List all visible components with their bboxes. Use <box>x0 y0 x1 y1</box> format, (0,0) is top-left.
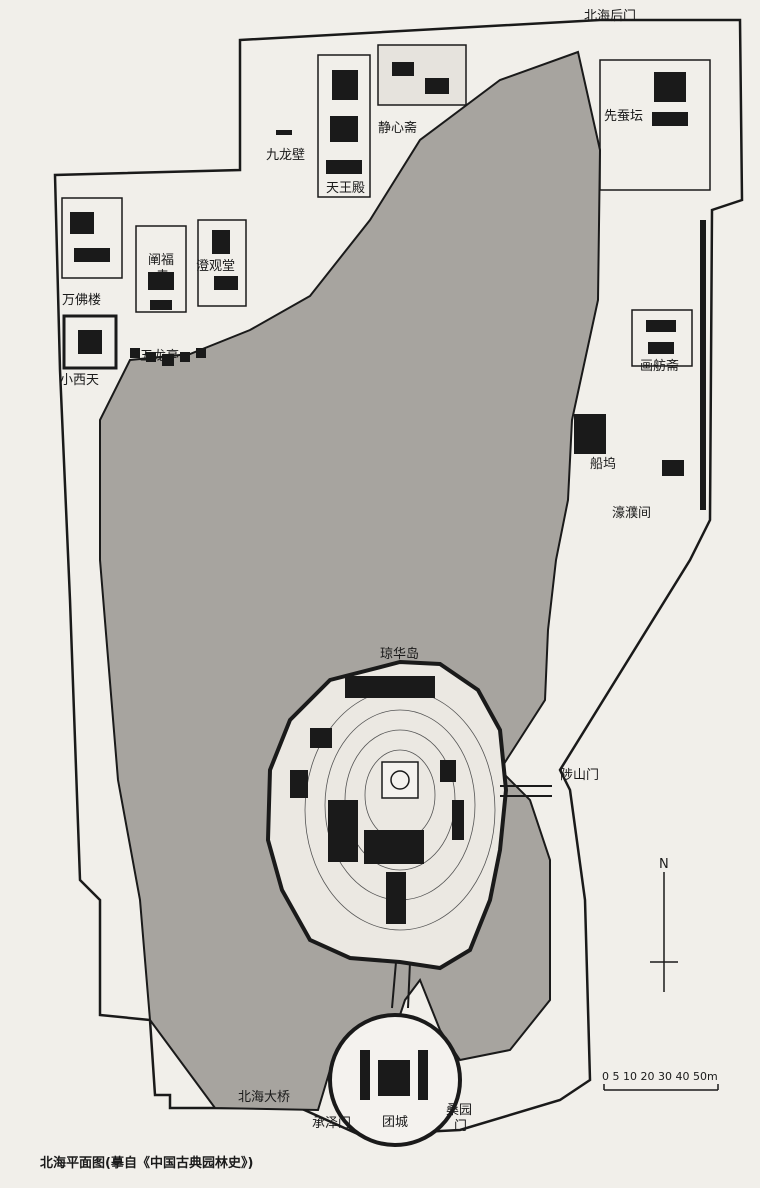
label-chanfusi-1: 阐福 <box>148 253 174 268</box>
label-sangyuanmen-2: 门 <box>454 1119 467 1134</box>
label-jingxinzhai: 静心斋 <box>378 120 417 136</box>
label-wulongting: 五龙亭 <box>140 348 179 364</box>
label-chengzemen: 承泽门 <box>312 1116 351 1131</box>
figure-caption: 北海平面图(摹自《中国古典园林史》) <box>40 1156 254 1171</box>
tianwangdian-building <box>332 70 358 100</box>
jingxinzhai-building <box>425 78 449 94</box>
label-zhishanmen: 陟山门 <box>560 768 599 783</box>
north-arrow-label: N <box>659 857 669 872</box>
xiaoxitian-hall <box>62 314 118 370</box>
tuancheng-building <box>360 1050 370 1100</box>
wulongting-pavilion <box>146 352 156 362</box>
chanfusi-building <box>150 300 172 310</box>
label-xiaoxitian: 小西天 <box>60 373 99 388</box>
chengguantang-compound <box>197 219 247 307</box>
label-huafangzhai: 画舫斋 <box>640 358 679 374</box>
haopujian-building <box>662 460 684 476</box>
huafangzhai-building <box>646 320 676 332</box>
label-xiancantan: 先蚕坛 <box>604 109 643 124</box>
label-beihai-houmen: 北海后门 <box>584 9 636 24</box>
label-haopujian: 濠濮间 <box>612 505 651 521</box>
tuancheng-hall <box>378 1060 410 1096</box>
xiancantan-compound <box>599 59 711 191</box>
jingxinzhai-building <box>392 62 414 76</box>
yong-an-bridge <box>391 961 411 1009</box>
label-sangyuanmen-1: 桑园 <box>446 1103 472 1118</box>
scale-bar-label: 0 5 10 20 30 40 50m <box>602 1070 718 1083</box>
label-wanfolou: 万佛楼 <box>62 293 101 308</box>
jingxinzhai-compound <box>377 44 467 106</box>
chanfusi-compound <box>135 225 187 313</box>
label-tianwangdian: 天王殿 <box>326 181 365 196</box>
xiancantan-building <box>654 72 686 102</box>
island-building <box>345 676 435 698</box>
label-chanfusi-2: 寺 <box>156 269 169 284</box>
chuanwu-dock <box>574 414 606 454</box>
wulongting-pavilion <box>130 348 140 358</box>
tianwangdian-building <box>326 160 362 174</box>
wulongting-pavilion <box>196 348 206 358</box>
label-chuanwu: 船坞 <box>590 456 616 472</box>
island-building <box>310 728 332 748</box>
wanfolou-building <box>70 212 94 234</box>
tianwangdian-building <box>330 116 358 142</box>
label-qionghuadao: 琼华岛 <box>380 646 419 662</box>
jiulongbi-wall <box>276 130 292 135</box>
xiancantan-building <box>652 112 688 126</box>
label-jiulongbi: 九龙壁 <box>266 148 305 163</box>
zhishan-bridge <box>500 785 552 797</box>
island-building <box>328 800 358 862</box>
chengguantang-building <box>212 230 230 254</box>
wanfolou-compound <box>61 197 123 279</box>
east-wall-strip <box>700 220 706 510</box>
huafangzhai-building <box>648 342 674 354</box>
label-chengguantang: 澄观堂 <box>196 259 235 274</box>
white-dagoba <box>390 770 410 790</box>
north-arrow <box>650 872 678 992</box>
island-building <box>440 760 456 782</box>
chanfusi-building <box>148 272 174 290</box>
scale-bar <box>603 1084 719 1091</box>
island-building <box>386 872 406 924</box>
island-building <box>290 770 308 798</box>
xiaoxitian-core <box>78 330 102 354</box>
island-building <box>364 830 424 864</box>
huafangzhai-compound <box>631 309 693 367</box>
label-beihai-daqiao: 北海大桥 <box>238 1090 290 1105</box>
island-building <box>452 800 464 840</box>
wulongting-pavilion <box>180 352 190 362</box>
wanfolou-building <box>74 248 110 262</box>
wulongting-pavilion <box>162 354 174 366</box>
tuancheng-building <box>418 1050 428 1100</box>
label-tuancheng: 团城 <box>382 1115 408 1130</box>
chengguantang-building <box>214 276 238 290</box>
tianwangdian-compound <box>317 54 371 198</box>
white-dagoba <box>381 761 419 799</box>
